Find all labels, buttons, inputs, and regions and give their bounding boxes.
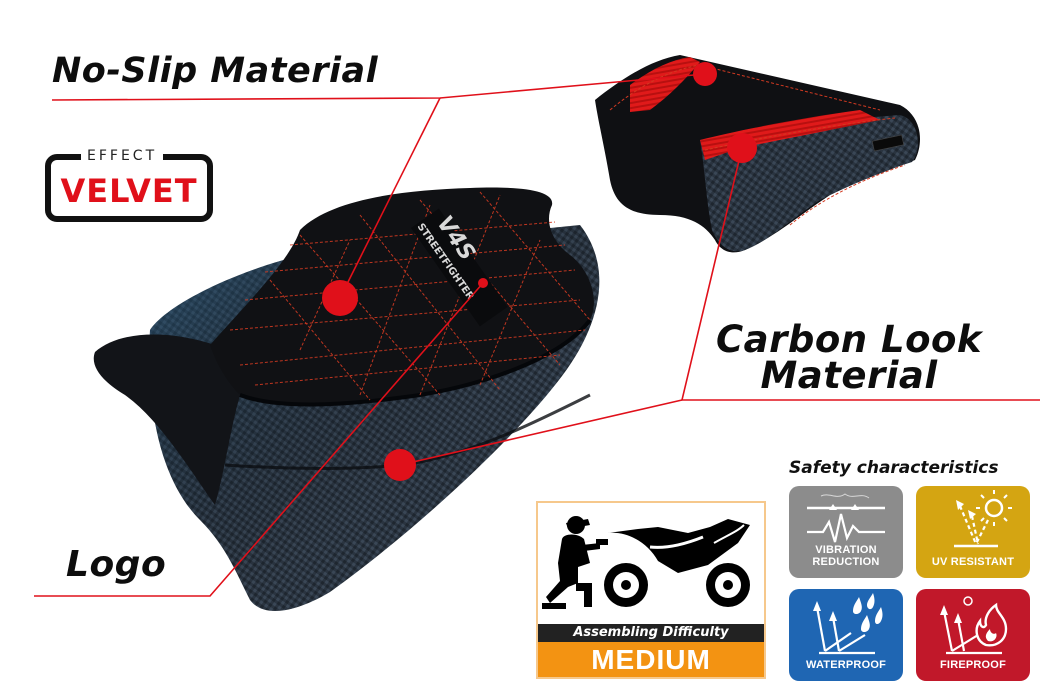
front-seat: V4S STREETFIGHTER — [93, 187, 600, 612]
mechanic-motorcycle-icon — [542, 516, 750, 609]
safety-tile-uv-resistant: UV RESISTANT — [916, 486, 1030, 578]
safety-tile-vibration-reduction: VIBRATION REDUCTION — [789, 486, 903, 578]
fireproof-caption: FIREPROOF — [940, 659, 1006, 671]
effect-velvet-badge: EFFECT VELVET — [45, 148, 213, 222]
safety-tile-waterproof: WATERPROOF — [789, 589, 903, 681]
badge-effect-text: EFFECT — [81, 148, 164, 164]
label-carbon-line1: Carbon Look — [716, 318, 983, 361]
safety-tile-fireproof: FIREPROOF — [916, 589, 1030, 681]
brand-tag — [871, 134, 905, 152]
waterproof-caption: WATERPROOF — [805, 659, 886, 671]
leader-lines — [34, 73, 1040, 597]
uv-resistant-caption: UV RESISTANT — [931, 556, 1015, 568]
badge-velvet-text: VELVET — [60, 172, 198, 210]
label-carbon-look-material: Carbon Look Material — [716, 318, 983, 397]
vibration-icon — [807, 493, 885, 543]
difficulty-level: MEDIUM — [538, 642, 764, 677]
callout-dots — [322, 62, 757, 481]
label-logo: Logo — [66, 544, 167, 585]
safety-characteristics-title: Safety characteristics — [789, 458, 999, 478]
fire-icon — [940, 596, 1008, 655]
vibration-reduction-caption: VIBRATION REDUCTION — [812, 544, 880, 568]
label-carbon-line2: Material — [760, 354, 938, 397]
uv-sun-icon — [954, 490, 1012, 548]
rear-seat — [595, 55, 920, 253]
water-drops-icon — [813, 593, 883, 655]
label-no-slip-material: No-Slip Material — [52, 51, 379, 91]
assembling-difficulty-card: Assembling Difficulty MEDIUM — [536, 501, 766, 679]
assembling-difficulty-title: Assembling Difficulty — [538, 624, 764, 642]
